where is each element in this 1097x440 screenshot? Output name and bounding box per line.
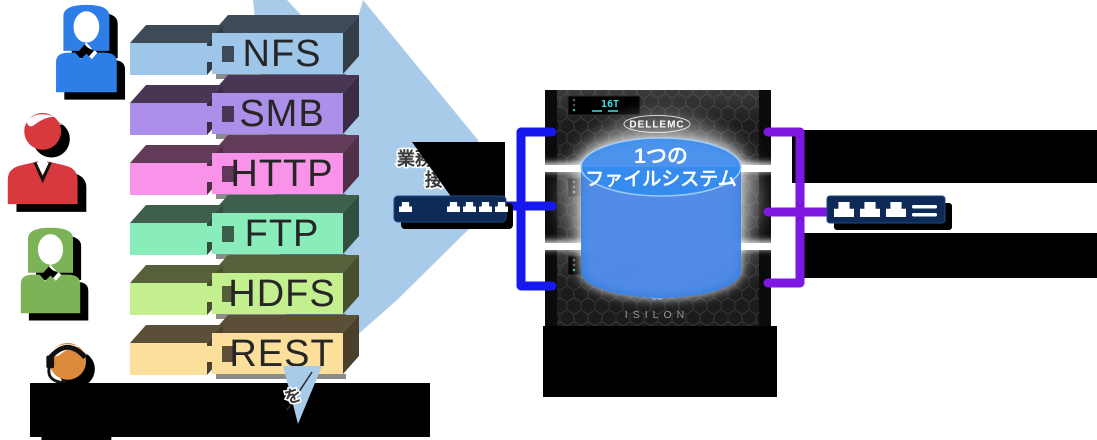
rj45-port-icon [463,202,476,212]
rj45-port-icon [479,202,492,212]
blackout-box-bottom-center [543,326,777,397]
rj45-port-icon [399,202,412,212]
protocol-block-hdfs: HDFS [130,255,359,319]
status-display: 16T [567,95,641,116]
protocol-block-ftp: FTP [130,195,359,259]
male-user-red-icon [7,112,87,212]
rj45-port-icon [860,202,880,217]
rj45-port-icon [886,202,906,217]
cylinder-label-line1: 1つの [634,145,688,168]
blackout-box-top-right [792,130,1097,183]
front-lan-switch [393,195,513,229]
rj45-port-icon [447,202,460,212]
blackout-box-business [412,142,505,198]
blackout-box-bottom-left [30,383,430,437]
svg-text:16T: 16T [601,99,619,110]
rj45-port-icon [495,202,508,212]
protocol-block-http: HTTP [130,135,359,199]
blackout-box-bottom-right [800,233,1097,278]
protocol-block-rest: REST [130,315,359,379]
protocol-label: SMB [239,93,324,135]
back-bracket [763,127,832,288]
back-lan-switch [826,195,952,230]
protocol-label: FTP [245,213,320,255]
female-user-green-icon [20,227,89,321]
storage-array: 16TDELLEMCISILON16TDELLEMCISILON16TDELLE… [539,90,775,331]
menu-lines-icon [912,205,937,217]
filesystem-cylinder [580,137,742,298]
flow-arrowhead [283,366,322,424]
isilon-label: ISILON [625,309,689,321]
front-bracket [501,127,557,291]
rj45-port-icon [834,202,854,217]
female-user-blue-icon [56,4,126,100]
protocol-label: HTTP [230,153,333,195]
arrowhead-edge-line [286,371,313,411]
protocol-block-smb: SMB [130,75,359,139]
protocol-block-nfs: NFS [130,15,359,79]
cylinder-label-line2: ファイルシステム [585,169,736,190]
protocol-label: NFS [243,33,322,75]
protocol-label: HDFS [228,273,335,315]
